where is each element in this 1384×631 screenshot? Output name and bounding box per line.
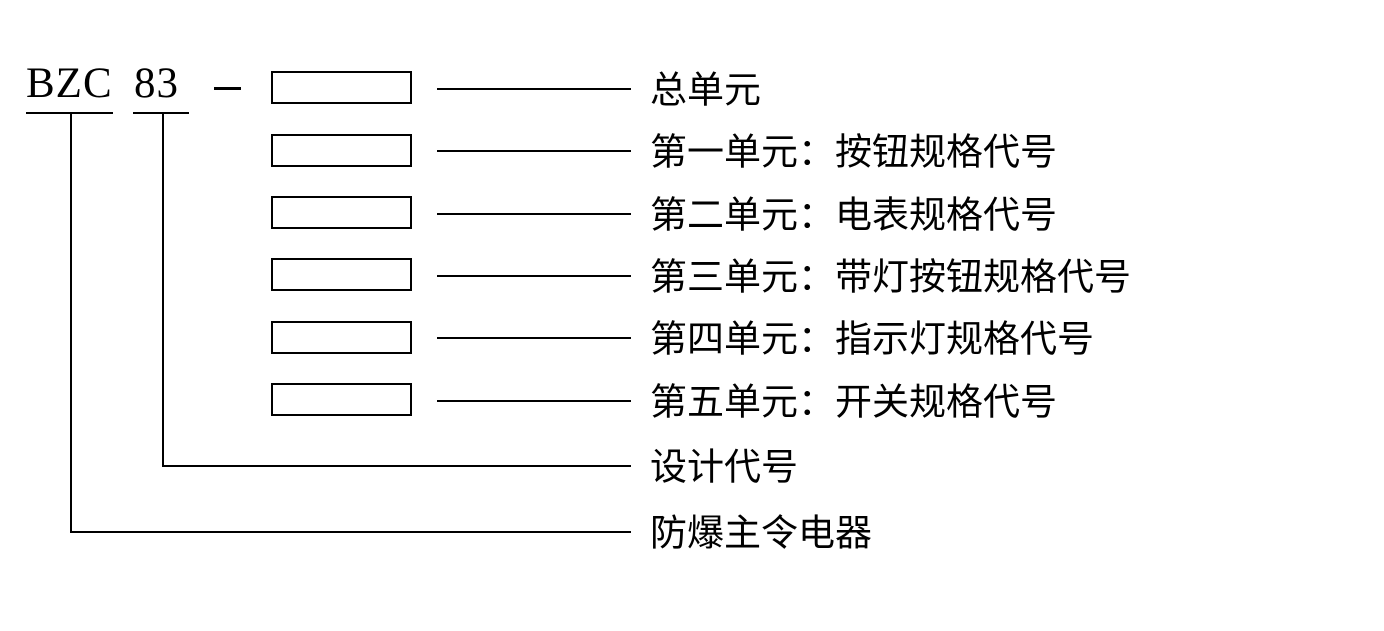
unit-leader-1 [437,150,631,152]
unit-box-2[interactable] [271,196,412,229]
unit-leader-2 [437,213,631,215]
unit-label-4: 第四单元：指示灯规格代号 [650,317,1094,361]
bzc-drop-leader [70,112,72,531]
product-type-leader [70,531,631,533]
unit-box-3[interactable] [271,258,412,291]
product-type-label: 防爆主令电器 [650,511,872,555]
model-design-number: 83 [134,60,179,107]
unit-label-1: 第一单元：按钮规格代号 [650,130,1057,174]
model-series-prefix: BZC [26,60,113,107]
bzc-underline [26,112,113,114]
unit-box-5[interactable] [271,383,412,416]
unit-box-0[interactable] [271,71,412,104]
design-code-label: 设计代号 [650,445,798,489]
unit-label-5: 第五单元：开关规格代号 [650,380,1057,424]
unit-leader-4 [437,337,631,339]
unit-label-2: 第二单元：电表规格代号 [650,193,1057,237]
unit-leader-3 [437,275,631,277]
unit-label-0: 总单元 [650,68,761,112]
design-number-drop-leader [162,112,164,465]
unit-box-4[interactable] [271,321,412,354]
unit-label-3: 第三单元：带灯按钮规格代号 [650,255,1131,299]
unit-box-1[interactable] [271,134,412,167]
design-number-underline [133,112,189,114]
unit-leader-0 [437,88,631,90]
model-separator-dash [214,87,241,90]
design-code-leader [162,465,631,467]
unit-leader-5 [437,400,631,402]
